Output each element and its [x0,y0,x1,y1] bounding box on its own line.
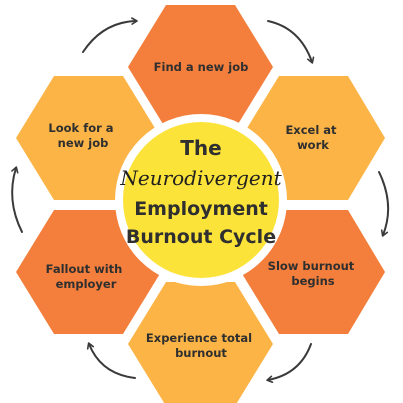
stage-label-total-burnout: Experience total burnout [146,331,256,360]
arrow-total-to-fallout-icon [86,342,136,379]
arrow-slow-to-total-icon [266,343,312,384]
stage-label-line: burnout [175,346,227,360]
stage-label-fallout-employer: Fallout with employer [46,262,127,291]
arrow-excel-to-slow-icon [378,171,390,237]
stage-label-line: Look for a [48,121,113,135]
stage-hexagon-find-new-job [128,5,273,129]
center-title-burnout-cycle: Burnout Cycle [126,226,276,248]
arrow-fallout-to-look-icon [11,166,23,233]
stage-label-line: Slow burnout [268,259,355,273]
cycle-arrows [11,17,390,384]
stage-label-excel-at-work: Excel at work [285,123,340,152]
center-circle [123,122,279,278]
stage-label-line: Find a new job [154,60,249,74]
stage-hexagon-fallout-employer [16,210,161,334]
stage-label-look-for-job: Look for a new job [48,121,117,150]
stage-label-find-new-job: Find a new job [154,60,249,74]
arrow-look-to-find-icon [82,17,138,53]
stage-label-line: Experience total [146,331,252,345]
stage-label-line: Excel at [285,123,337,137]
stage-label-line: new job [58,136,109,150]
stage-hexagon-slow-burnout [241,210,385,334]
center-title: The Neurodivergent Employment Burnout Cy… [119,136,282,248]
stage-label-line: Fallout with [46,262,123,276]
stage-label-line: work [297,138,329,152]
stage-label-slow-burnout: Slow burnout begins [268,259,359,288]
stage-label-line: begins [291,274,334,288]
center-title-the: The [180,136,221,160]
center-title-employment: Employment [134,198,268,220]
center-title-neurodivergent: Neurodivergent [119,166,282,190]
stage-label-line: employer [56,277,117,291]
arrow-find-to-excel-icon [267,20,315,64]
stage-labels: Find a new job Excel at work Slow burnou… [46,60,359,360]
stage-hexagon-total-burnout [128,282,273,403]
